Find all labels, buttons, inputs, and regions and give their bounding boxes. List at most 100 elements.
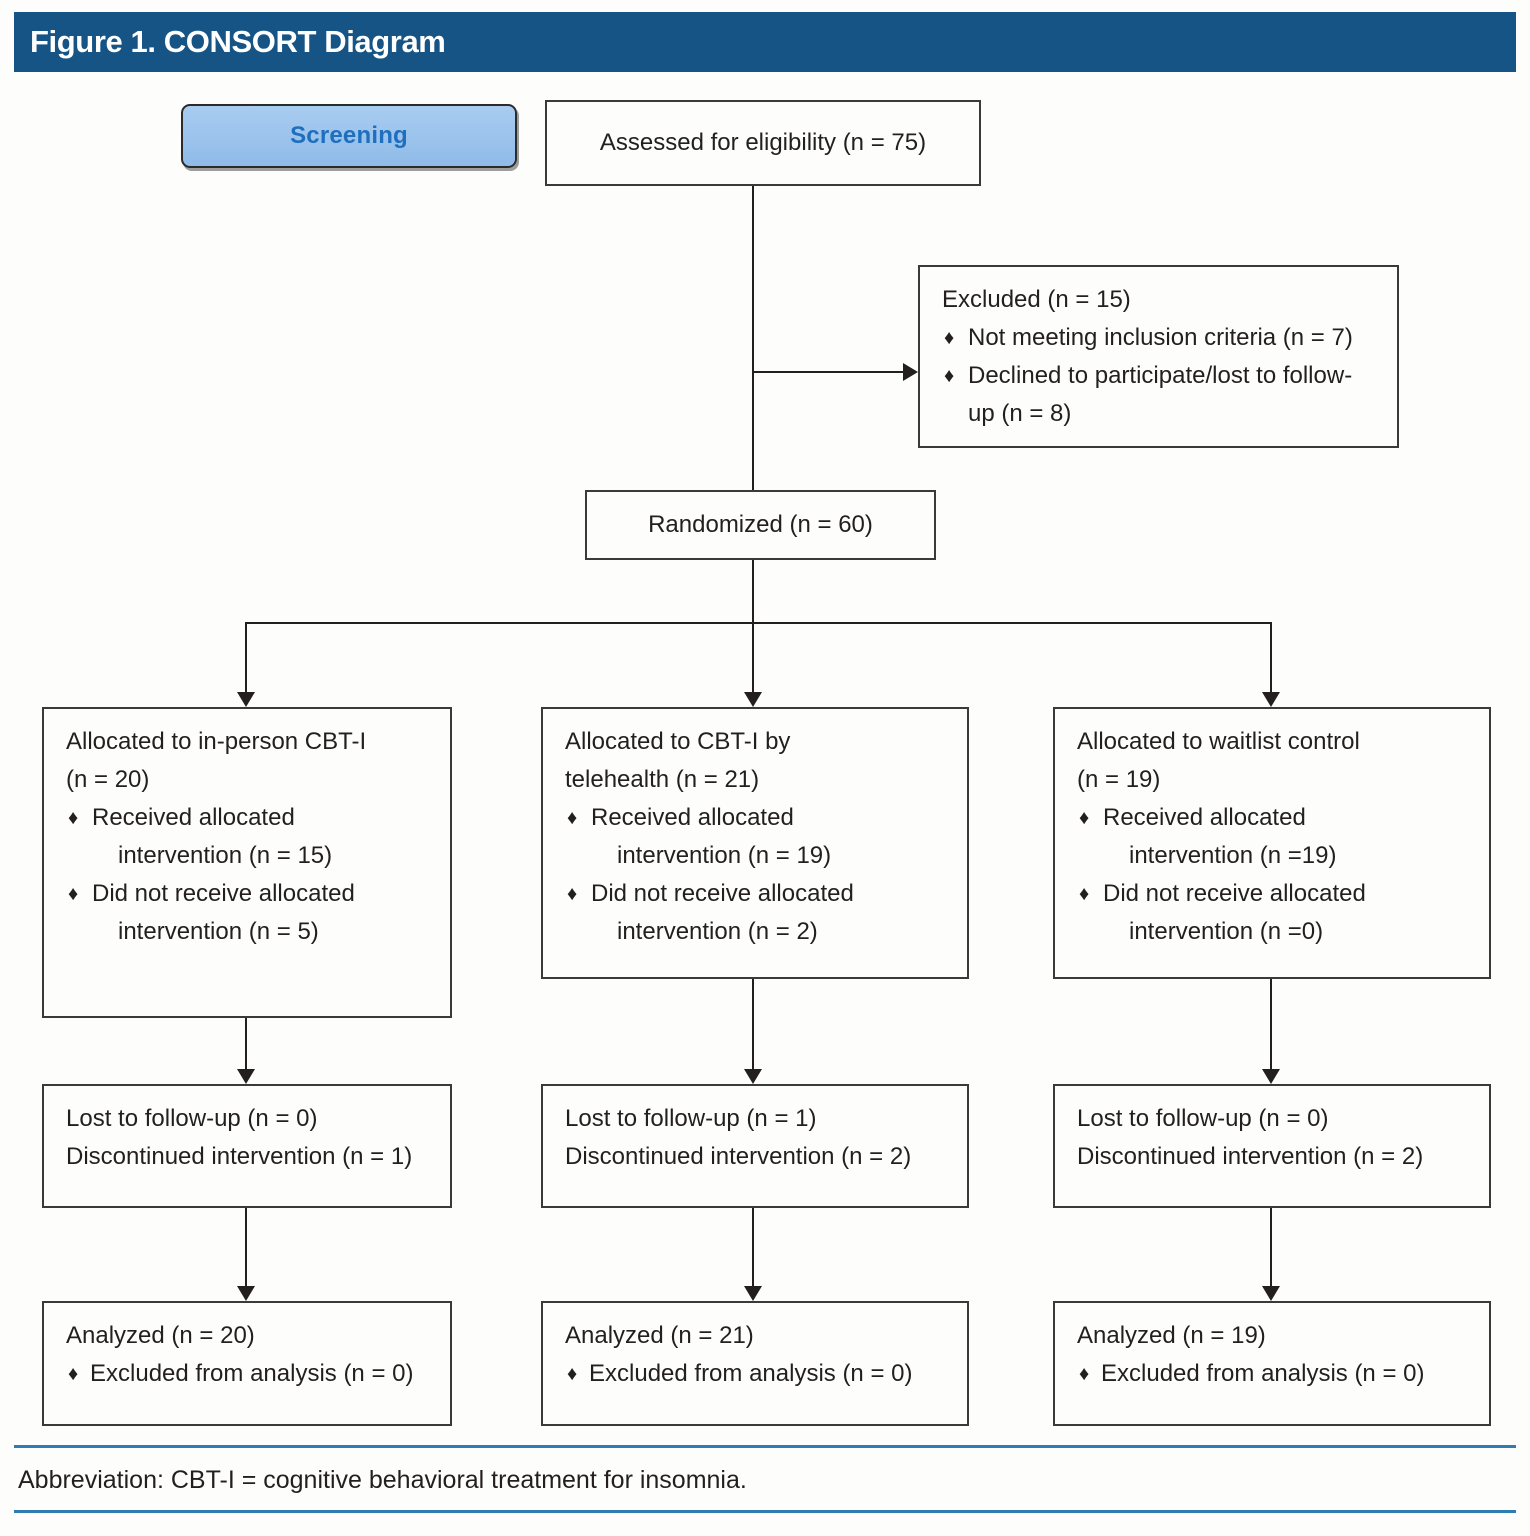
list-item: ♦ Excluded from analysis (n = 0) <box>66 1355 432 1393</box>
list-item: ♦ Did not receive allocated intervention… <box>66 875 432 951</box>
diamond-bullet-icon: ♦ <box>567 883 578 905</box>
node-followup-arm-3-discontinued: Discontinued intervention (n = 2) <box>1077 1143 1424 1170</box>
diamond-bullet-icon: ♦ <box>68 807 79 829</box>
node-allocation-arm-3: Allocated to waitlist control (n = 19) ♦… <box>1053 707 1491 979</box>
footer-rule-bottom <box>14 1510 1516 1513</box>
node-allocation-arm-3-bullet-list: ♦ Received allocated intervention (n =19… <box>1077 799 1471 951</box>
node-analysis-arm-1-bullet-list: ♦ Excluded from analysis (n = 0) <box>66 1355 432 1393</box>
list-item: ♦ Excluded from analysis (n = 0) <box>1077 1355 1471 1393</box>
node-followup-arm-3-lost: Lost to follow-up (n = 0) <box>1077 1105 1329 1132</box>
node-followup-arm-1: Lost to follow-up (n = 0) Discontinued i… <box>42 1084 452 1208</box>
stage-label-screening: Screening <box>181 104 517 168</box>
node-allocation-arm-2-heading-line1: Allocated to CBT-I by <box>565 728 791 755</box>
connector-fork-to-arm-1 <box>245 622 247 692</box>
node-analysis-arm-3-heading: Analyzed (n = 19) <box>1077 1322 1266 1349</box>
connector-arm-3-followup-to-analysis <box>1270 1208 1272 1286</box>
page-title: Figure 1. CONSORT Diagram <box>30 24 446 59</box>
node-allocation-arm-1-bullet-list: ♦ Received allocated intervention (n = 1… <box>66 799 432 951</box>
node-followup-arm-1-lost: Lost to follow-up (n = 0) <box>66 1105 318 1132</box>
connector-eligibility-to-randomized <box>752 186 754 490</box>
node-analysis-arm-3-bullet-list: ♦ Excluded from analysis (n = 0) <box>1077 1355 1471 1393</box>
node-analysis-arm-1: Analyzed (n = 20) ♦ Excluded from analys… <box>42 1301 452 1426</box>
arrowhead-to-excluded <box>903 363 918 381</box>
diamond-bullet-icon: ♦ <box>1079 807 1090 829</box>
figure-title-bar: Figure 1. CONSORT Diagram <box>14 12 1516 72</box>
diamond-bullet-icon: ♦ <box>68 1363 79 1385</box>
list-item: ♦ Did not receive allocated intervention… <box>1077 875 1471 951</box>
node-allocation-arm-1: Allocated to in-person CBT-I (n = 20) ♦ … <box>42 707 452 1018</box>
node-allocation-arm-1-bullet-1-line1: Received allocated <box>92 804 295 831</box>
node-allocation-arm-2-heading-line2: telehealth (n = 21) <box>565 766 760 793</box>
node-analysis-arm-3-bullet: Excluded from analysis (n = 0) <box>1101 1360 1425 1387</box>
connector-arm-3-allocation-to-followup <box>1270 979 1272 1069</box>
list-item: ♦ Not meeting inclusion criteria (n = 7) <box>942 319 1379 357</box>
arrowhead-arm-3-followup <box>1262 1069 1280 1084</box>
diamond-bullet-icon: ♦ <box>944 327 955 349</box>
node-excluded-bullet-1: Not meeting inclusion criteria (n = 7) <box>968 324 1353 351</box>
list-item: ♦ Received allocated intervention (n = 1… <box>565 799 949 875</box>
node-allocation-arm-3-heading-line2: (n = 19) <box>1077 766 1161 793</box>
node-allocation-arm-3-bullet-1-line2: intervention (n =19) <box>1129 842 1337 869</box>
node-analysis-arm-2-bullet-list: ♦ Excluded from analysis (n = 0) <box>565 1355 949 1393</box>
connector-randomized-fork-bar <box>245 622 1272 624</box>
connector-randomized-stem <box>752 560 754 622</box>
connector-arm-2-followup-to-analysis <box>752 1208 754 1286</box>
node-allocation-arm-3-bullet-2-line2: intervention (n =0) <box>1129 918 1324 945</box>
node-allocation-arm-2-bullet-1-line2: intervention (n = 19) <box>617 842 832 869</box>
node-allocation-arm-3-heading-line1: Allocated to waitlist control <box>1077 728 1360 755</box>
diamond-bullet-icon: ♦ <box>68 883 79 905</box>
node-excluded-bullet-2: Declined to participate/lost to follow-u… <box>968 362 1353 427</box>
arrowhead-arm-3-analysis <box>1262 1286 1280 1301</box>
arrowhead-arm-1-analysis <box>237 1286 255 1301</box>
node-followup-arm-2: Lost to follow-up (n = 1) Discontinued i… <box>541 1084 969 1208</box>
node-analysis-arm-2-bullet: Excluded from analysis (n = 0) <box>589 1360 913 1387</box>
node-analysis-arm-3: Analyzed (n = 19) ♦ Excluded from analys… <box>1053 1301 1491 1426</box>
arrowhead-to-arm-3 <box>1262 692 1280 707</box>
node-followup-arm-1-discontinued: Discontinued intervention (n = 1) <box>66 1143 413 1170</box>
diamond-bullet-icon: ♦ <box>944 365 955 387</box>
node-allocation-arm-3-bullet-1-line1: Received allocated <box>1103 804 1306 831</box>
node-allocation-arm-2: Allocated to CBT-I by telehealth (n = 21… <box>541 707 969 979</box>
diamond-bullet-icon: ♦ <box>1079 1363 1090 1385</box>
node-allocation-arm-1-heading-line2: (n = 20) <box>66 766 150 793</box>
connector-fork-to-arm-3 <box>1270 622 1272 692</box>
node-randomized-text: Randomized (n = 60) <box>648 511 873 538</box>
list-item: ♦ Declined to participate/lost to follow… <box>942 357 1379 433</box>
connector-arm-1-followup-to-analysis <box>245 1208 247 1286</box>
node-allocation-arm-2-bullet-2-line2: intervention (n = 2) <box>617 918 818 945</box>
connector-arm-1-allocation-to-followup <box>245 1018 247 1069</box>
arrowhead-to-arm-2 <box>744 692 762 707</box>
diamond-bullet-icon: ♦ <box>1079 883 1090 905</box>
node-followup-arm-3: Lost to follow-up (n = 0) Discontinued i… <box>1053 1084 1491 1208</box>
connector-fork-to-arm-2 <box>752 622 754 692</box>
list-item: ♦ Did not receive allocated intervention… <box>565 875 949 951</box>
footer-rule-top <box>14 1445 1516 1448</box>
node-analysis-arm-1-heading: Analyzed (n = 20) <box>66 1322 255 1349</box>
node-assessed-for-eligibility-text: Assessed for eligibility (n = 75) <box>599 129 927 156</box>
arrowhead-arm-1-followup <box>237 1069 255 1084</box>
list-item: ♦ Received allocated intervention (n = 1… <box>66 799 432 875</box>
arrowhead-arm-2-followup <box>744 1069 762 1084</box>
node-analysis-arm-2: Analyzed (n = 21) ♦ Excluded from analys… <box>541 1301 969 1426</box>
list-item: ♦ Excluded from analysis (n = 0) <box>565 1355 949 1393</box>
node-allocation-arm-3-bullet-2-line1: Did not receive allocated <box>1103 880 1366 907</box>
node-allocation-arm-1-bullet-2-line2: intervention (n = 5) <box>118 918 319 945</box>
arrowhead-to-arm-1 <box>237 692 255 707</box>
node-analysis-arm-2-heading: Analyzed (n = 21) <box>565 1322 754 1349</box>
node-randomized: Randomized (n = 60) <box>585 490 936 560</box>
figure-footnote: Abbreviation: CBT-I = cognitive behavior… <box>18 1466 747 1494</box>
node-allocation-arm-2-bullet-1-line1: Received allocated <box>591 804 794 831</box>
connector-eligibility-to-excluded <box>752 371 904 373</box>
node-allocation-arm-2-bullet-2-line1: Did not receive allocated <box>591 880 854 907</box>
node-excluded: Excluded (n = 15) ♦ Not meeting inclusio… <box>918 265 1399 448</box>
node-followup-arm-2-discontinued: Discontinued intervention (n = 2) <box>565 1143 912 1170</box>
connector-arm-2-allocation-to-followup <box>752 979 754 1069</box>
node-followup-arm-2-lost: Lost to follow-up (n = 1) <box>565 1105 817 1132</box>
stage-label-screening-text: Screening <box>290 122 408 149</box>
node-analysis-arm-1-bullet: Excluded from analysis (n = 0) <box>90 1360 414 1387</box>
diamond-bullet-icon: ♦ <box>567 807 578 829</box>
list-item: ♦ Received allocated intervention (n =19… <box>1077 799 1471 875</box>
node-assessed-for-eligibility: Assessed for eligibility (n = 75) <box>545 100 981 186</box>
node-excluded-heading: Excluded (n = 15) <box>942 286 1131 313</box>
